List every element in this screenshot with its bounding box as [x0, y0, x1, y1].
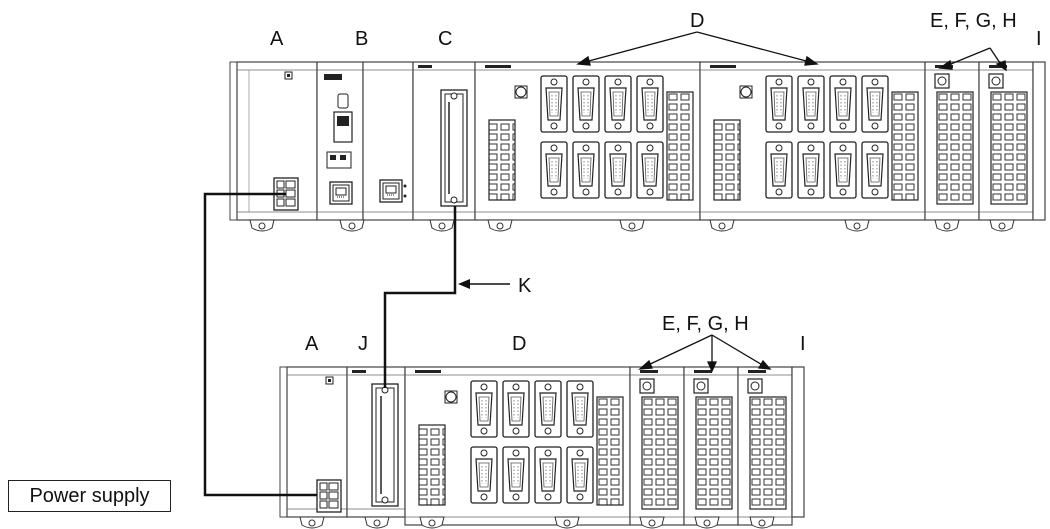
top-motion-unit-2	[700, 62, 925, 220]
label-b: B	[355, 28, 368, 50]
top-io-unit-1	[924, 61, 980, 221]
label-i-bottom: I	[800, 333, 806, 355]
label-k: K	[518, 275, 532, 297]
expansion-cable	[383, 206, 457, 388]
d-top-pointers	[576, 31, 819, 66]
bottom-power-terminal	[316, 479, 342, 513]
label-d-top: D	[690, 10, 704, 32]
label-a-top: A	[270, 28, 284, 50]
bottom-end-cover	[791, 366, 805, 518]
expansion-slave-unit	[346, 366, 406, 518]
cpu-unit	[316, 61, 364, 221]
k-pointer	[458, 279, 510, 289]
top-io-unit-2	[978, 61, 1034, 221]
label-c: C	[438, 28, 452, 50]
power-cable	[203, 192, 317, 497]
cables	[203, 192, 457, 497]
top-rack	[229, 61, 1046, 232]
bottom-io-unit-2	[683, 366, 739, 526]
comm-unit	[362, 61, 414, 221]
bottom-rack	[279, 366, 805, 529]
bottom-io-unit-1	[629, 366, 685, 526]
label-a-bottom: A	[305, 333, 319, 355]
label-efgh-top: E, F, G, H	[930, 10, 1017, 32]
label-efgh-bottom: E, F, G, H	[662, 313, 749, 335]
expansion-master-unit	[412, 61, 476, 221]
efgh-top-pointers	[938, 47, 1007, 72]
top-motion-unit-1	[475, 62, 700, 220]
bottom-io-unit-3	[737, 366, 793, 526]
power-supply-label: Power supply	[8, 480, 171, 512]
efgh-bottom-pointers	[638, 334, 772, 373]
bottom-motion-unit	[405, 367, 630, 525]
label-d-bottom: D	[512, 333, 526, 355]
top-end-cover	[1032, 61, 1046, 221]
label-i-top: I	[1036, 28, 1042, 50]
label-j: J	[358, 333, 368, 355]
